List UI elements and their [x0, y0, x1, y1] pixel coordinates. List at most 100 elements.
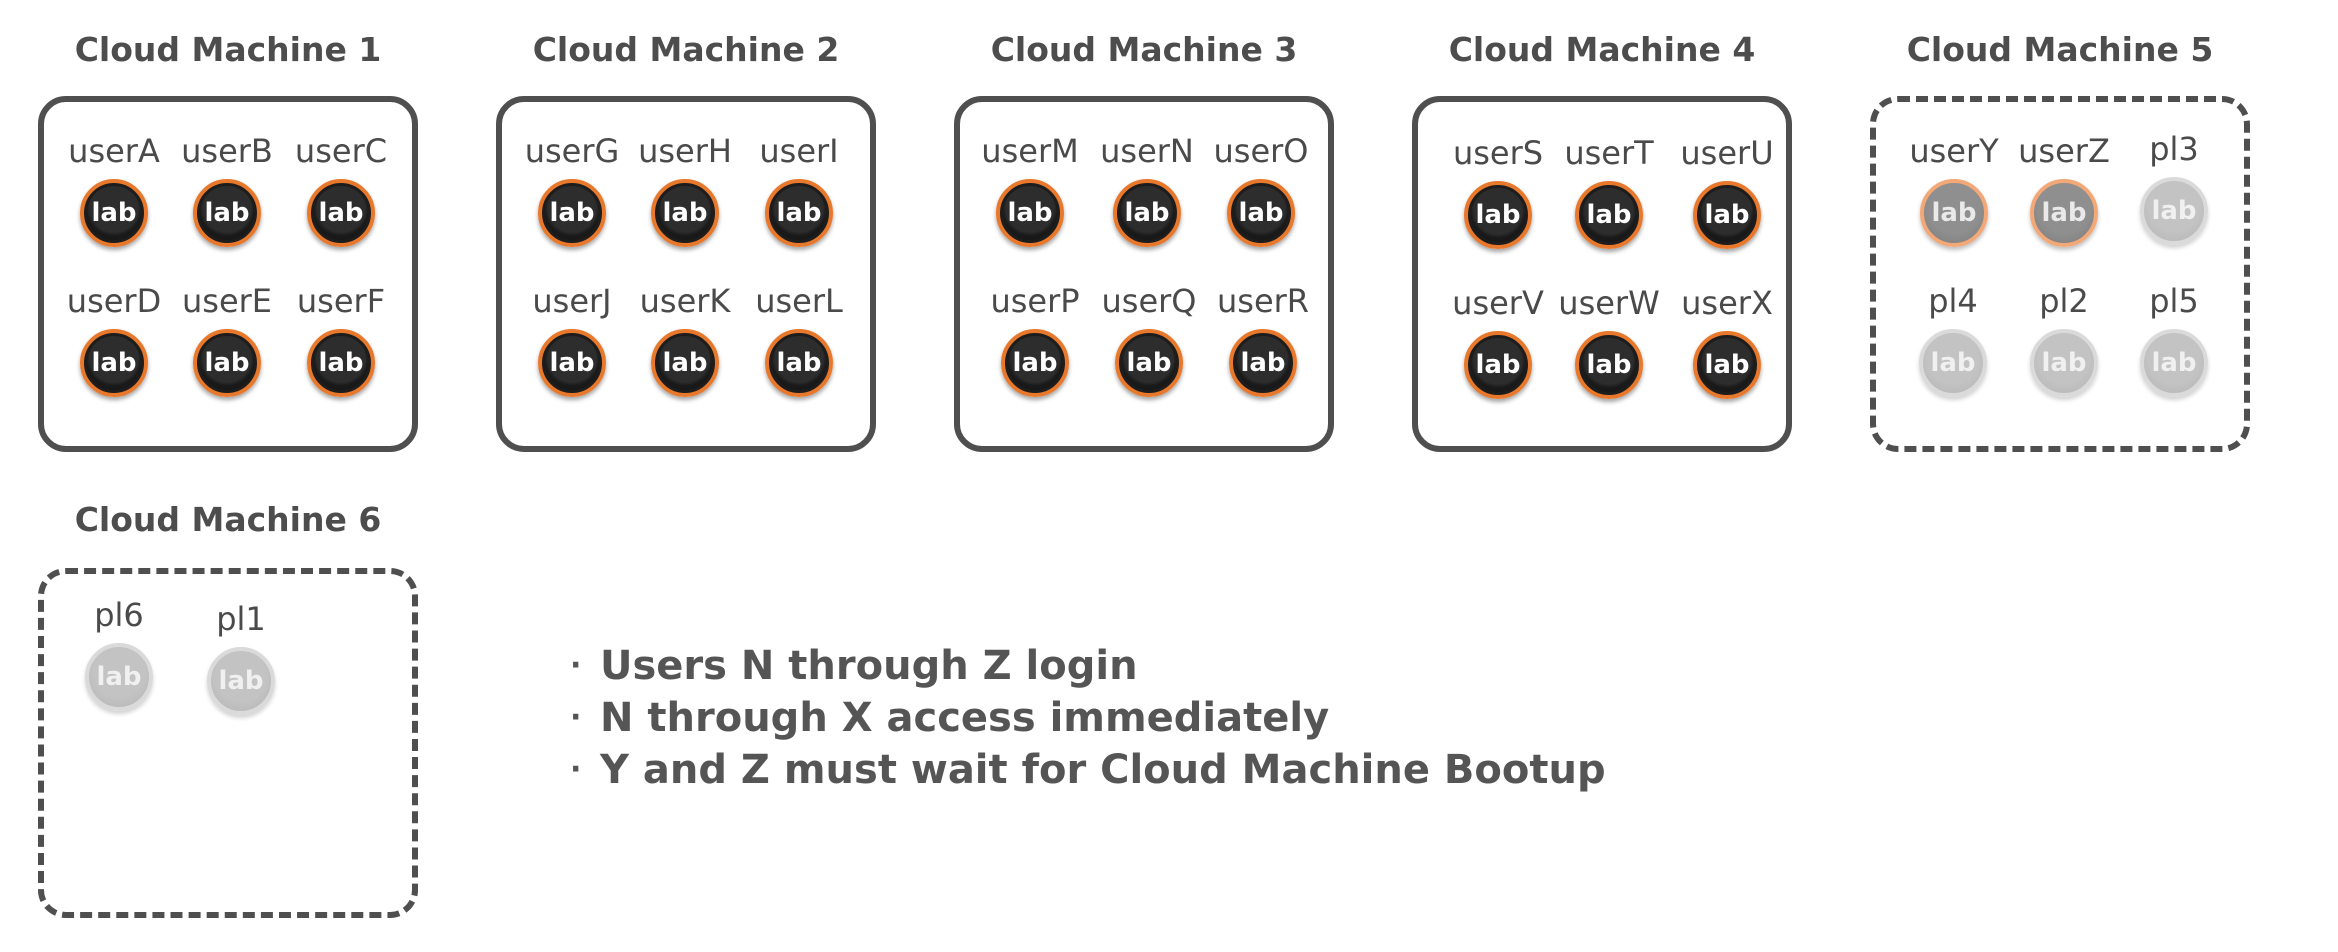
user-slot: pl6 lab	[64, 596, 174, 726]
machine-title: Cloud Machine 4	[1448, 30, 1756, 69]
machine-box: pl6 lab pl1 lab	[38, 568, 418, 918]
user-label: pl5	[2149, 282, 2199, 320]
note-item: · Users N through Z login	[570, 640, 1606, 692]
user-slot: userZ lab	[2009, 132, 2119, 262]
user-label: userI	[759, 132, 839, 170]
user-label: userG	[524, 132, 620, 170]
lab-icon: lab	[80, 329, 148, 397]
user-label: userU	[1680, 134, 1774, 172]
lab-icon: lab	[193, 179, 261, 247]
user-label: pl1	[216, 600, 266, 638]
user-label: pl4	[1928, 282, 1978, 320]
lab-icon: lab	[1227, 179, 1295, 247]
user-label: userS	[1452, 134, 1544, 172]
lab-icon: lab	[193, 329, 261, 397]
user-slot: userK lab	[630, 282, 740, 412]
machine-box: userS lab userT lab userU lab userV lab …	[1412, 96, 1792, 452]
user-label: userP	[990, 282, 1080, 320]
lab-icon: lab	[1229, 329, 1297, 397]
user-label: userC	[294, 132, 388, 170]
lab-icon: lab	[765, 329, 833, 397]
user-slot: userX lab	[1672, 284, 1782, 414]
lab-icon: lab	[2140, 177, 2208, 245]
user-label: userL	[755, 282, 843, 320]
note-text: Users N through Z login	[600, 643, 1138, 689]
lab-icon: lab	[1115, 329, 1183, 397]
user-label: userR	[1216, 282, 1310, 320]
user-slot: userR lab	[1208, 282, 1318, 412]
user-slot: userJ lab	[517, 282, 627, 412]
user-label: userM	[981, 132, 1079, 170]
note-item: · N through X access immediately	[570, 692, 1606, 744]
user-label: userZ	[2018, 132, 2110, 170]
user-label: userA	[68, 132, 160, 170]
user-label: userE	[181, 282, 272, 320]
note-item: ·Y and Z must wait for Cloud Machine Boo…	[570, 744, 1606, 796]
user-label: userV	[1452, 284, 1544, 322]
user-slot: userP lab	[980, 282, 1090, 412]
user-label: pl3	[2149, 130, 2199, 168]
user-slot: userC lab	[286, 132, 396, 262]
lab-icon: lab	[1575, 331, 1643, 399]
user-label: userJ	[532, 282, 612, 320]
lab-icon: lab	[651, 329, 719, 397]
user-label: userQ	[1101, 282, 1197, 320]
lab-icon: lab	[538, 329, 606, 397]
user-label: pl2	[2039, 282, 2089, 320]
user-label: userX	[1681, 284, 1773, 322]
lab-icon: lab	[1693, 181, 1761, 249]
user-slot: userY lab	[1899, 132, 2009, 262]
lab-icon: lab	[80, 179, 148, 247]
machine-box: userA lab userB lab userC lab userD lab …	[38, 96, 418, 452]
user-label: userW	[1558, 284, 1660, 322]
lab-icon: lab	[2030, 179, 2098, 247]
machine-box: userM lab userN lab userO lab userP lab …	[954, 96, 1334, 452]
lab-icon: lab	[207, 647, 275, 715]
machine-box: userY lab userZ lab pl3 lab pl4 lab pl2 …	[1870, 96, 2250, 452]
lab-icon: lab	[1464, 331, 1532, 399]
bullet: ·	[570, 752, 582, 787]
bullet: ·	[570, 700, 582, 735]
lab-icon: lab	[1920, 179, 1988, 247]
user-label: userH	[638, 132, 732, 170]
user-label: userB	[181, 132, 273, 170]
machine-title: Cloud Machine 5	[1906, 30, 2214, 69]
user-slot: pl3 lab	[2119, 130, 2229, 260]
lab-icon: lab	[538, 179, 606, 247]
machine-title: Cloud Machine 6	[74, 500, 382, 539]
lab-icon: lab	[307, 179, 375, 247]
machine-title: Cloud Machine 3	[990, 30, 1298, 69]
machine-title: Cloud Machine 1	[74, 30, 382, 69]
lab-icon: lab	[1113, 179, 1181, 247]
user-slot: userW lab	[1554, 284, 1664, 414]
machine-title: Cloud Machine 2	[532, 30, 840, 69]
notes-list: · Users N through Z login · N through X ac…	[570, 640, 1606, 796]
user-slot: userV lab	[1443, 284, 1553, 414]
user-label: userD	[66, 282, 162, 320]
user-slot: userT lab	[1554, 134, 1664, 264]
lab-icon: lab	[1464, 181, 1532, 249]
user-slot: userG lab	[517, 132, 627, 262]
user-slot: userS lab	[1443, 134, 1553, 264]
user-label: pl6	[94, 596, 144, 634]
lab-icon: lab	[651, 179, 719, 247]
user-slot: userN lab	[1092, 132, 1202, 262]
user-slot: userO lab	[1206, 132, 1316, 262]
bullet: ·	[570, 648, 582, 683]
user-slot: userU lab	[1672, 134, 1782, 264]
user-slot: userI lab	[744, 132, 854, 262]
user-slot: pl4 lab	[1898, 282, 2008, 412]
user-slot: pl2 lab	[2009, 282, 2119, 412]
user-slot: userE lab	[172, 282, 282, 412]
user-slot: userA lab	[59, 132, 169, 262]
user-slot: pl1 lab	[186, 600, 296, 730]
lab-icon: lab	[2030, 329, 2098, 397]
user-slot: userL lab	[744, 282, 854, 412]
lab-icon: lab	[1001, 329, 1069, 397]
user-slot: userF lab	[286, 282, 396, 412]
note-text: N through X access immediately	[600, 695, 1330, 741]
user-slot: pl5 lab	[2119, 282, 2229, 412]
lab-icon: lab	[996, 179, 1064, 247]
user-slot: userB lab	[172, 132, 282, 262]
lab-icon: lab	[1693, 331, 1761, 399]
